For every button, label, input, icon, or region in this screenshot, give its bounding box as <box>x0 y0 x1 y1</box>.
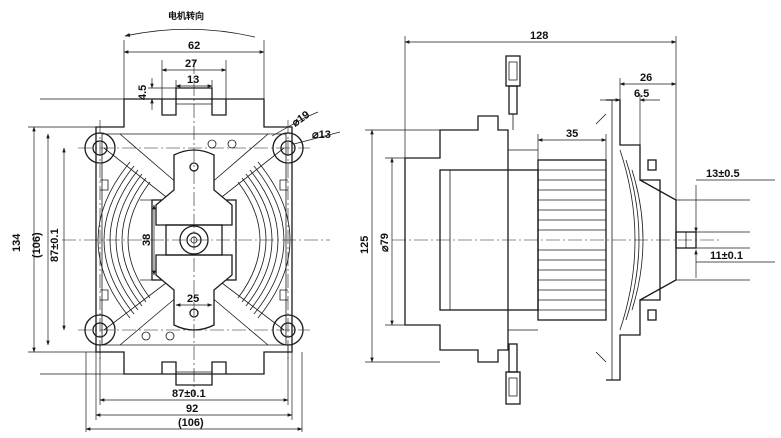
dim-106-bottom: (106) <box>178 417 204 429</box>
dim-35: 35 <box>566 128 578 140</box>
rotation-label: 电机转向 <box>168 10 204 22</box>
dim-13-shaft: 13±0.5 <box>706 168 740 180</box>
housing-outline <box>404 115 509 363</box>
rotation-arrow <box>124 28 256 38</box>
dim-27: 27 <box>185 58 197 70</box>
front-view: 电机转向 <box>11 10 341 432</box>
terminal-top <box>505 55 521 130</box>
dim-25: 25 <box>187 293 199 305</box>
dim-13: 13 <box>187 74 199 86</box>
dim-hole-19: ⌀19 <box>290 109 312 130</box>
dim-125: 125 <box>359 236 371 254</box>
dim-134: 134 <box>11 233 23 252</box>
dim-11-shaft: 11±0.1 <box>710 250 743 262</box>
dim-106-vertical: (106) <box>31 232 43 258</box>
dim-62: 62 <box>188 40 200 52</box>
dim-26: 26 <box>640 72 652 84</box>
dim-4-5: 4.5 <box>137 85 149 100</box>
dim-6-5: 6.5 <box>634 88 649 100</box>
dim-87-vertical: 87±0.1 <box>49 228 61 262</box>
dim-hole-13: ⌀13 <box>312 129 331 141</box>
dim-dia-79: ⌀79 <box>379 233 391 252</box>
dim-38: 38 <box>141 234 153 246</box>
dim-92: 92 <box>186 403 198 415</box>
side-view: 128 26 6.5 35 125 ⌀79 13±0.5 11±0.1 <box>359 30 775 405</box>
terminal-bottom <box>505 343 521 405</box>
dim-128: 128 <box>530 30 548 42</box>
dim-87-bottom: 87±0.1 <box>172 388 206 400</box>
